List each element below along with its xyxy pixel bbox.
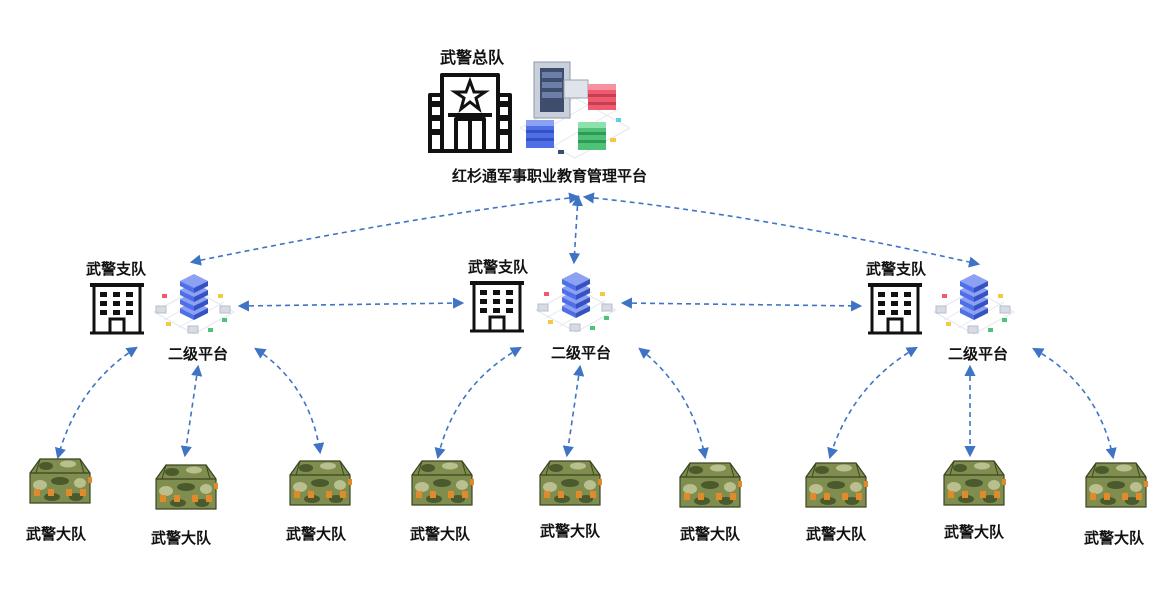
detachment-platform-label: 二级平台 [551, 344, 612, 362]
detachment-building-icon [90, 283, 144, 335]
brigade-label: 武警大队 [26, 525, 87, 543]
tent-icon [539, 460, 602, 506]
detachment-unit-label: 武警支队 [468, 258, 529, 276]
connector-det1-brigade3 [254, 347, 325, 455]
tent-icon [29, 458, 92, 504]
brigade-label: 武警大队 [410, 525, 471, 543]
detachment-platform-label: 二级平台 [948, 345, 1009, 363]
secondary-platform-server-icon [534, 272, 618, 333]
brigade-label: 武警大队 [151, 529, 212, 547]
connector-det3-brigade1 [827, 346, 918, 460]
detachment-unit-label: 武警支队 [86, 260, 147, 278]
connector-hq-right [582, 192, 981, 268]
hq-unit-label: 武警总队 [440, 48, 505, 67]
connector-det3-brigade3 [1032, 347, 1117, 460]
tent-icon [155, 464, 218, 510]
tent-icon [1085, 462, 1148, 508]
detachment-building-icon [868, 283, 922, 335]
connector-det1-det2 [237, 297, 465, 312]
brigade-label: 武警大队 [944, 523, 1005, 541]
connector-det2-brigade3 [638, 347, 709, 460]
secondary-platform-server-icon [152, 274, 236, 335]
brigade-label: 武警大队 [806, 525, 867, 543]
hq-building-icon [428, 73, 512, 153]
brigade-label: 武警大队 [540, 522, 601, 540]
brigade-label: 武警大队 [286, 525, 347, 543]
hq-platform-label: 红杉通军事职业教育管理平台 [452, 167, 648, 185]
connector-hq-left [189, 192, 581, 266]
detachment-platform-label: 二级平台 [168, 345, 229, 363]
connector-det2-brigade1 [434, 346, 522, 460]
tent-icon [289, 460, 352, 506]
secondary-platform-server-icon [932, 274, 1016, 335]
brigade-label: 武警大队 [680, 525, 741, 543]
detachment-building-icon [470, 281, 524, 333]
connector-det2-brigade2 [562, 364, 585, 458]
tent-icon [679, 462, 742, 508]
brigade-label: 武警大队 [1084, 529, 1145, 547]
tent-icon [943, 460, 1006, 506]
tent-icon [805, 462, 868, 508]
hq-server-cluster-icon [520, 61, 630, 159]
detachment-unit-label: 武警支队 [866, 260, 927, 278]
connector-det2-det3 [620, 297, 863, 312]
connector-det1-brigade1 [55, 346, 138, 460]
tent-icon [411, 460, 474, 506]
connector-hq-center [568, 194, 584, 265]
connector-det1-brigade2 [180, 364, 203, 458]
